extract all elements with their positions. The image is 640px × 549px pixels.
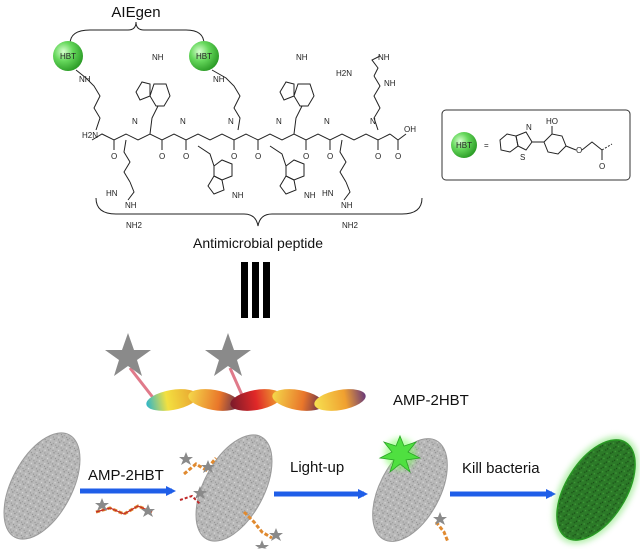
atom-o-4: O xyxy=(231,152,237,161)
step-2-label: Light-up xyxy=(290,459,344,476)
atom-n-1: N xyxy=(132,117,138,126)
atom-n-3: N xyxy=(228,117,234,126)
atom-nh-4: NH xyxy=(296,53,308,62)
legend-hbt-badge: HBT xyxy=(456,141,472,150)
atom-nh-2: NH xyxy=(213,75,225,84)
atom-h2n-2: H2N xyxy=(336,69,352,78)
amp-2hbt-helix xyxy=(105,333,366,411)
equivalence-bars xyxy=(241,262,270,318)
step-3-label: Kill bacteria xyxy=(462,460,540,477)
atom-nh-6: NH xyxy=(304,191,316,200)
bacterium-1 xyxy=(3,432,81,540)
atom-hn-1: HN xyxy=(106,189,118,198)
atom-o-2: O xyxy=(159,152,165,161)
atom-n-5: N xyxy=(324,117,330,126)
atom-n-4: N xyxy=(276,117,282,126)
peptide-brace xyxy=(95,197,423,227)
atom-o-7: O xyxy=(327,152,333,161)
peptide-small-1 xyxy=(95,498,155,517)
atom-oh-1: OH xyxy=(404,125,416,134)
atom-nh-10: NH xyxy=(384,79,396,88)
amp-2hbt-label: AMP-2HBT xyxy=(393,392,469,409)
antimicrobial-peptide-label: Antimicrobial peptide xyxy=(193,235,323,251)
atom-o-3: O xyxy=(183,152,189,161)
bacterium-2 xyxy=(179,434,283,549)
peptide-atom-labels: NH NH NH NH NH NH H2N N N N N N N O O O … xyxy=(79,53,416,230)
atom-n-6: N xyxy=(370,117,376,126)
hbt-ball-left-text: HBT xyxy=(60,52,76,61)
legend-atom-ho: HO xyxy=(546,117,558,126)
star-left xyxy=(105,333,151,376)
step-1-label: AMP-2HBT xyxy=(88,467,164,484)
atom-o-8: O xyxy=(375,152,381,161)
atom-nh-5: NH xyxy=(232,191,244,200)
atom-nh2-1: NH2 xyxy=(126,221,143,230)
atom-nh2-2: NH2 xyxy=(342,221,359,230)
aiegen-label: AIEgen xyxy=(111,4,160,21)
legend-atom-s: S xyxy=(520,153,525,162)
atom-nh-8: NH xyxy=(341,201,353,210)
atom-hn-2: HN xyxy=(322,189,334,198)
atom-h2n: H2N xyxy=(82,131,98,140)
hbt-legend-box: HBT = N S HO O O xyxy=(441,109,631,181)
atom-o-5: O xyxy=(255,152,261,161)
light-up-burst xyxy=(378,434,422,474)
peptide-structure xyxy=(75,55,407,201)
legend-equals: = xyxy=(484,141,489,150)
atom-n-2: N xyxy=(180,117,186,126)
atom-nh-7: NH xyxy=(125,201,137,210)
atom-nh-1: NH xyxy=(79,75,91,84)
atom-o-9: O xyxy=(395,152,401,161)
atom-nh-9: NH xyxy=(378,53,390,62)
aiegen-brace xyxy=(69,21,205,45)
hbt-ball-right: HBT xyxy=(189,41,219,71)
legend-atom-n: N xyxy=(526,123,532,132)
hbt-ball-right-text: HBT xyxy=(196,52,212,61)
bacterium-killed xyxy=(553,436,639,544)
hbt-ball-left: HBT xyxy=(53,41,83,71)
legend-atom-o2: O xyxy=(599,162,605,171)
legend-atom-o1: O xyxy=(576,146,582,155)
atom-o-1: O xyxy=(111,152,117,161)
atom-nh-3: NH xyxy=(152,53,164,62)
star-right xyxy=(205,333,251,376)
atom-o-6: O xyxy=(303,152,309,161)
bacterium-3 xyxy=(372,434,450,543)
